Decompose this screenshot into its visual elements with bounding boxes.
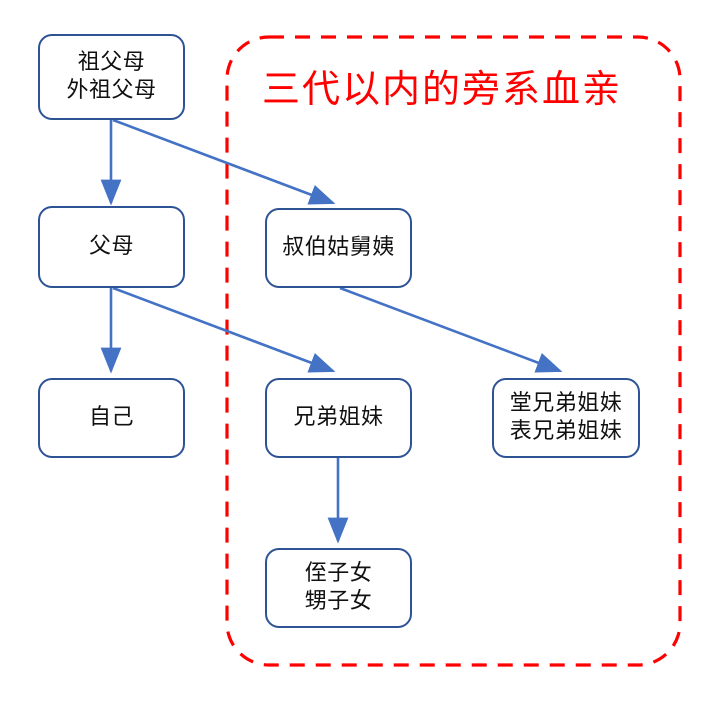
- node-parents[interactable]: 父母: [38, 206, 185, 288]
- node-grandparents-line1: 祖父母: [77, 49, 146, 75]
- edge-grandparents-to-uncles-aunts: [112, 118, 336, 205]
- node-nephews-nieces-line1: 侄子女: [304, 560, 373, 586]
- edge-parents-to-siblings: [112, 286, 336, 373]
- collateral-relatives-group-title: 三代以内的旁系血亲: [262, 67, 623, 111]
- node-siblings[interactable]: 兄弟姐妹: [265, 378, 412, 458]
- node-self-line1: 自己: [88, 404, 134, 430]
- node-cousins-line2: 表兄弟姐妹: [509, 419, 623, 444]
- node-grandparents-line2: 外祖父母: [66, 78, 157, 103]
- node-self[interactable]: 自己: [38, 378, 185, 458]
- node-cousins-line1: 堂兄弟姐妹: [509, 390, 623, 416]
- node-parents-line1: 父母: [88, 233, 134, 259]
- edge-uncles-aunts-to-cousins: [339, 286, 563, 373]
- node-nephews-nieces[interactable]: 侄子女 甥子女: [265, 548, 412, 628]
- node-uncles-aunts-line1: 叔伯姑舅姨: [282, 234, 395, 260]
- node-cousins[interactable]: 堂兄弟姐妹 表兄弟姐妹: [492, 378, 640, 458]
- node-grandparents[interactable]: 祖父母 外祖父母: [38, 34, 185, 120]
- node-nephews-nieces-line2: 甥子女: [304, 589, 373, 614]
- node-uncles-aunts[interactable]: 叔伯姑舅姨: [265, 208, 412, 288]
- node-siblings-line1: 兄弟姐妹: [293, 404, 384, 430]
